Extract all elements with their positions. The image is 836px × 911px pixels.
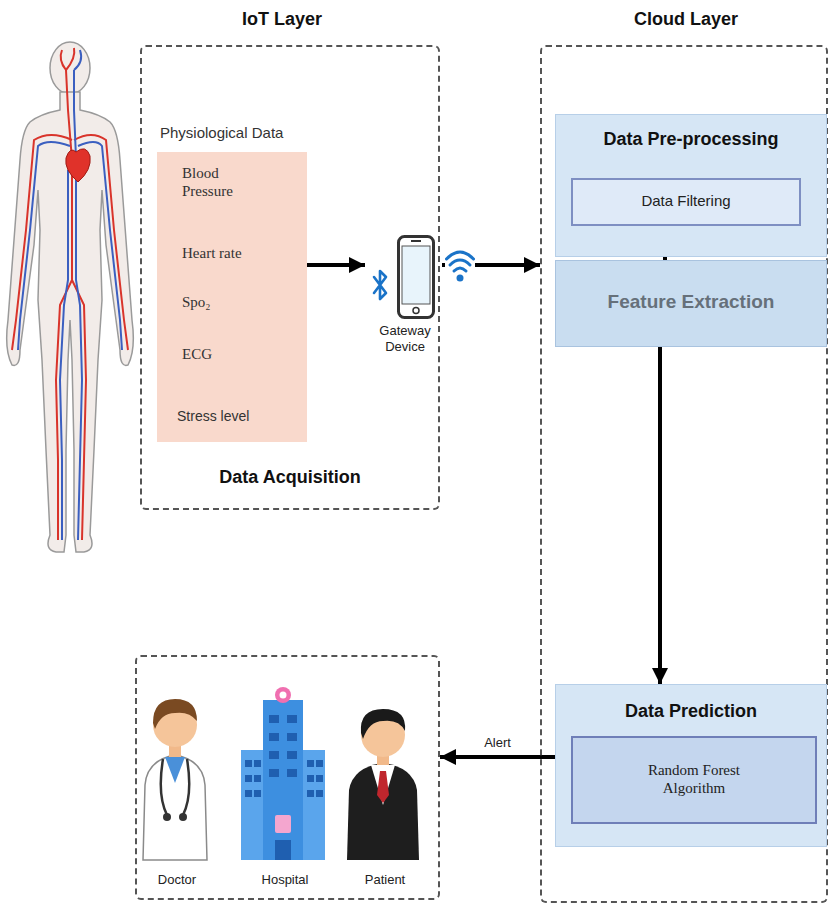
box-heading: Data Prediction [556,701,826,723]
box-heading: Cloud Layer [586,9,786,31]
phone-icon [397,235,435,319]
arrow-connector [658,347,662,684]
process-box: Feature Extraction [555,260,827,347]
box-heading: Data Pre-processing [556,129,826,151]
box-text: Physiological Data [160,124,310,142]
stakeholder-box: Doctor Hospital Patient [135,655,440,900]
layer-box: Cloud LayerData Pre-processingData Filte… [540,45,828,903]
process-box: Data PredictionRandom Forest Algorithm [555,684,827,847]
box-text: Doctor [137,872,217,888]
stakeholder-icons [135,655,440,867]
box-text: Data Acquisition [142,467,438,489]
box-text: Feature Extraction [556,291,826,314]
arrow-connector [440,755,555,759]
human-body-illustration [0,30,140,570]
arrow-connector [307,263,365,267]
algorithm-box: Random Forest Algorithm [571,736,817,824]
patient-icon [347,709,419,860]
doctor-icon [143,699,207,860]
box-text: Spo₂ [182,293,302,311]
box-text: Heart rate [182,244,302,262]
box-text: Hospital [245,872,325,888]
hospital-icon [241,687,325,860]
box-text: Patient [345,872,425,888]
edge-label: Alert [482,735,513,751]
box-text: Data Filtering [573,192,799,210]
data-list-box: Physiological DataBlood PressureHeart ra… [157,152,307,442]
gateway-device: Gateway Device [365,227,442,377]
box-heading: IoT Layer [182,9,382,31]
box-text: Stress level [177,408,302,425]
process-box: Data Pre-processingData Filtering [555,114,827,257]
layer-box: IoT LayerData AcquisitionPhysiological D… [140,45,440,510]
box-text: ECG [182,345,302,363]
box-text: Blood Pressure [182,164,252,200]
box-text: Random Forest Algorithm [619,761,769,797]
bluetooth-symbol [371,267,389,303]
process-box: Data Filtering [571,178,801,226]
box-text: Gateway Device [371,323,439,354]
wifi-symbol [445,244,475,286]
